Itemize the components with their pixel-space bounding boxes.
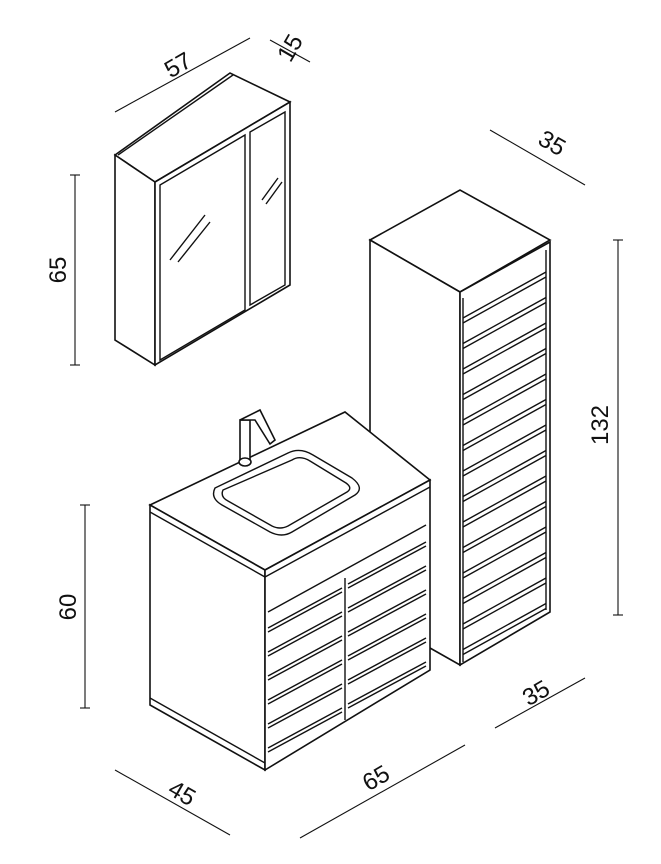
drawer-stripe — [267, 639, 343, 681]
drawer-stripe — [462, 454, 547, 503]
drawer-stripe — [462, 424, 547, 472]
tall-depth-label: 35 — [533, 125, 570, 162]
faucet-icon — [239, 419, 251, 463]
tall-height-label: 132 — [587, 405, 614, 445]
drawer-stripe — [347, 641, 427, 685]
drawer-stripe — [462, 322, 547, 370]
drawer-stripe — [267, 659, 343, 701]
drawer-stripe — [462, 449, 547, 498]
drawer-stripe — [267, 683, 343, 725]
drawer-stripe — [267, 615, 343, 657]
drawer-stripe — [267, 591, 343, 633]
drawer-stripe — [462, 556, 547, 605]
drawer-stripe — [267, 611, 343, 653]
drawer-stripe — [462, 296, 547, 345]
drawer-stripe — [462, 327, 547, 375]
drawer-stripe — [462, 577, 547, 625]
dimension-lines — [70, 37, 623, 839]
drawer-stripe — [462, 271, 547, 319]
drawer-stripe — [347, 545, 427, 589]
drawer-stripe — [267, 711, 343, 753]
tall-width-label: 35 — [518, 675, 555, 712]
drawer-stripe — [462, 373, 547, 421]
mirror-cabinet — [113, 72, 292, 367]
drawer-stripe — [347, 565, 427, 609]
drawer-stripe — [347, 637, 427, 681]
drawer-stripe — [267, 687, 343, 729]
drawer-stripe — [462, 505, 547, 554]
drawer-stripe — [347, 593, 427, 637]
drawer-stripe — [462, 500, 547, 549]
drawer-stripe — [462, 551, 547, 600]
vanity-width-label: 65 — [358, 760, 395, 797]
drawer-stripe — [347, 589, 427, 633]
drawer-stripe — [462, 347, 547, 396]
drawer-stripe — [462, 531, 547, 579]
drawer-stripe — [462, 480, 547, 528]
drawer-stripe — [462, 526, 547, 574]
mirror-width-label: 57 — [160, 47, 197, 84]
drawer-stripe — [462, 378, 547, 426]
vanity-depth-label: 45 — [163, 775, 200, 812]
drawer-stripe — [347, 613, 427, 657]
drawer-stripe — [462, 398, 547, 447]
drawer-stripe — [347, 665, 427, 709]
drawer-stripe — [267, 587, 343, 629]
drawer-stripe — [462, 429, 547, 477]
drawer-stripe — [347, 541, 427, 585]
vanity-height-label: 60 — [55, 594, 82, 621]
vanity-unit — [148, 408, 432, 772]
drawer-stripe — [347, 661, 427, 705]
drawer-stripe — [462, 582, 547, 630]
drawer-stripe — [462, 602, 547, 651]
drawer-stripe — [267, 635, 343, 677]
drawer-stripe — [347, 569, 427, 613]
drawer-stripe — [462, 403, 547, 452]
drawer-stripe — [462, 301, 547, 350]
drawer-stripe — [267, 663, 343, 705]
drawer-stripe — [347, 617, 427, 661]
drawer-stripe — [267, 707, 343, 749]
drawer-stripe — [462, 352, 547, 401]
drawer-stripe — [462, 607, 547, 656]
mirror-height-label: 65 — [45, 257, 72, 284]
drawer-stripe — [462, 276, 547, 324]
mirror-depth-label: 15 — [272, 30, 309, 67]
drawer-stripe — [462, 475, 547, 523]
